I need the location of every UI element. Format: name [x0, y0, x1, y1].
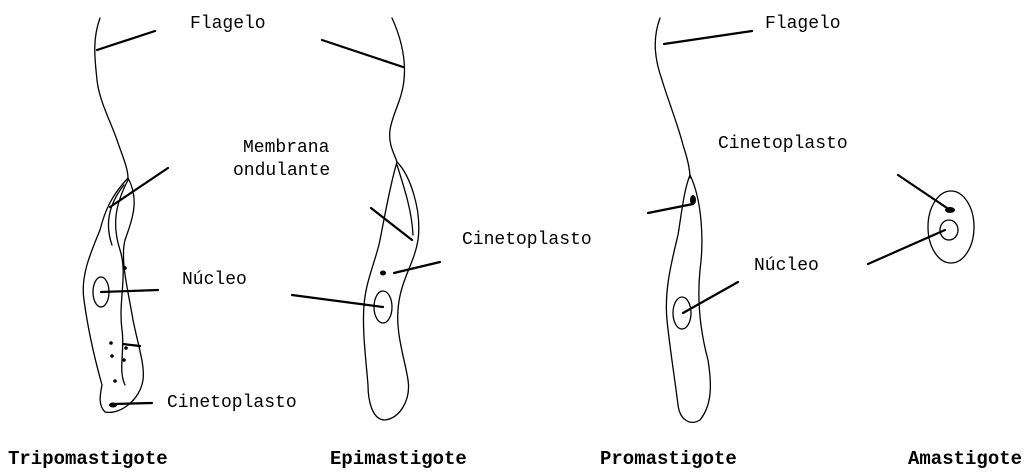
label-tripo-flagelo: Flagelo [190, 14, 266, 34]
leader-tripo-cinetoplasto [114, 403, 152, 404]
leader-ama-cinetoplasto [898, 175, 950, 210]
leader-tripo-membrana [110, 168, 168, 207]
epimastigote-drawing [292, 18, 440, 420]
caption-tripomastigote: Tripomastigote [8, 448, 168, 470]
label-pro-nucleo: Núcleo [754, 256, 819, 276]
leader-epi-flagelo [322, 40, 403, 67]
leader-tripo-flagelo [97, 31, 155, 50]
membrane-granule [109, 341, 113, 345]
label-pro-cinetoplasto: Cinetoplasto [718, 134, 848, 154]
membrane-granule [122, 358, 126, 362]
caption-epimastigote: Epimastigote [330, 448, 467, 470]
amastigote-drawing [868, 175, 974, 264]
leader-pro-cinetoplasto [648, 204, 693, 213]
membrane-granule [110, 354, 114, 358]
label-epi-cinetoplasto: Cinetoplasto [462, 230, 592, 250]
label-pro-flagelo: Flagelo [765, 14, 841, 34]
amastigote-body [928, 191, 974, 263]
label-tripo-nucleo: Núcleo [182, 270, 247, 290]
leader-epi-membrana [371, 208, 412, 240]
epimastigote-membrane [397, 165, 413, 235]
tripomastigote-body [83, 178, 143, 412]
caption-promastigote: Promastigote [600, 448, 737, 470]
leader-epi-cinetoplasto [394, 262, 440, 273]
label-tripo-membrana: Membrana [243, 138, 330, 158]
leader-pro-nucleo [683, 282, 738, 313]
tripomastigote-drawing [83, 18, 168, 412]
leader-pro-flagelo [664, 31, 752, 44]
label-tripo-cinetoplasto: Cinetoplasto [167, 393, 297, 413]
epimastigote-kinetoplast [380, 271, 386, 276]
membrane-granule [124, 346, 128, 350]
leader-epi-nucleo [292, 295, 383, 307]
label-tripo-ondulante: ondulante [233, 161, 330, 181]
leader-tripo-granule [123, 344, 140, 346]
promastigote-drawing [648, 18, 752, 422]
caption-amastigote: Amastigote [908, 448, 1022, 470]
membrane-granule [113, 379, 117, 383]
promastigote-body [666, 175, 710, 422]
epimastigote-body [363, 162, 418, 420]
leader-ama-nucleo [868, 230, 945, 264]
membrane-granule [123, 266, 127, 270]
epimastigote-flagellum [390, 18, 405, 162]
